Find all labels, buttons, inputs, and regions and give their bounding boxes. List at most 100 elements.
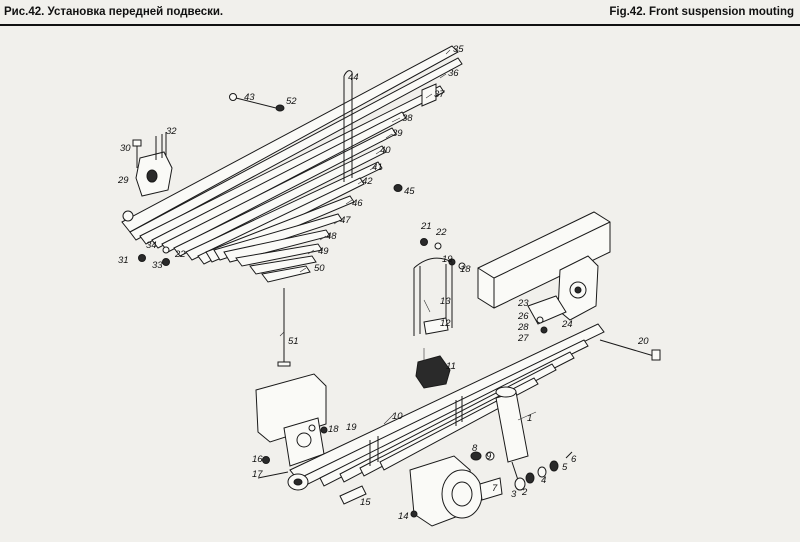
callout-52: 52 (286, 96, 297, 107)
frame-member-right (477, 211, 611, 309)
callout-14: 14 (398, 511, 409, 522)
u-bolt-pad (423, 317, 449, 335)
spring-leaf-3 (139, 85, 445, 245)
washer-33 (162, 258, 170, 266)
nut-52 (275, 104, 285, 112)
u-bolt (343, 70, 353, 182)
washer-9 (485, 451, 495, 461)
spring-eye (122, 210, 134, 222)
spring-leaf-13 (249, 255, 317, 275)
center-bolt-51-head (277, 361, 291, 367)
callout-4: 4 (541, 475, 546, 486)
callout-31: 31 (118, 255, 129, 266)
callout-42: 42 (362, 176, 373, 187)
pad-hole (146, 169, 158, 183)
callout-51: 51 (288, 336, 299, 347)
rubber-bumper (415, 355, 451, 389)
callout-labels: 1 2 3 4 5 6 7 8 9 10 11 12 13 14 15 16 1… (117, 44, 649, 522)
figure-title-ru: Рис.42. Установка передней подвески. (4, 6, 224, 18)
washer-18a (308, 424, 316, 432)
spring-clamps (369, 396, 463, 466)
pin-15 (339, 485, 367, 505)
callout-47: 47 (340, 215, 351, 226)
callout-23: 23 (517, 298, 529, 309)
frame-front (255, 373, 328, 479)
bushing-2 (525, 472, 535, 484)
callout-50: 50 (314, 263, 325, 274)
nut-8 (470, 451, 482, 461)
callout-33: 33 (152, 260, 163, 271)
callout-18-lower: 18 (328, 424, 339, 435)
figure-title-en: Fig.42. Front suspension mouting (609, 6, 794, 18)
spring-leaf-14 (261, 265, 311, 283)
callout-19-upper: 19 (442, 254, 453, 265)
spring-leaf-4 (151, 111, 407, 249)
callout-43: 43 (244, 92, 255, 103)
nut-16 (262, 456, 270, 464)
callout-12: 12 (440, 318, 451, 329)
callout-15: 15 (360, 497, 371, 508)
nut-45 (393, 184, 403, 192)
leader-lines (279, 49, 537, 425)
callout-44: 44 (348, 72, 359, 83)
callout-13: 13 (440, 296, 451, 307)
callout-35: 35 (453, 44, 464, 55)
callout-45: 45 (404, 186, 415, 197)
header-rule (0, 24, 800, 26)
callout-27: 27 (517, 333, 529, 344)
bolt-17 (257, 471, 289, 479)
callout-38: 38 (402, 113, 413, 124)
washer-4 (537, 466, 547, 478)
callout-36: 36 (448, 68, 459, 79)
washer-31 (138, 254, 146, 262)
shackle (527, 295, 567, 325)
bolt-43-head (229, 93, 237, 101)
nut-19a (320, 426, 328, 434)
callout-9: 9 (486, 451, 492, 462)
callout-8: 8 (472, 443, 478, 454)
bolt-30-head (132, 139, 142, 147)
callout-5: 5 (562, 462, 568, 473)
u-bolt-32 (155, 132, 167, 160)
washer-22b (162, 246, 170, 254)
washer-18 (458, 262, 466, 270)
callout-19-lower: 19 (346, 422, 357, 433)
shock-absorber (470, 386, 573, 491)
callout-26: 26 (517, 311, 529, 322)
callout-32: 32 (166, 126, 177, 137)
callout-48: 48 (326, 231, 337, 242)
nut-21 (420, 238, 428, 246)
bolt-20 (599, 339, 655, 357)
callout-3: 3 (511, 489, 517, 500)
callout-21: 21 (420, 221, 432, 232)
spring-leaf-6 (173, 145, 387, 257)
callout-17: 17 (252, 469, 263, 480)
callout-2: 2 (521, 487, 528, 498)
shock-body (495, 391, 529, 463)
bolt-43 (235, 97, 277, 109)
callout-41: 41 (372, 162, 383, 173)
callout-11: 11 (446, 361, 456, 372)
axle-hub (409, 455, 503, 527)
callout-7: 7 (492, 483, 498, 494)
bolt-20-head (651, 349, 661, 361)
callout-39: 39 (392, 128, 403, 139)
washer-22a (434, 242, 442, 250)
callout-29: 29 (117, 175, 129, 186)
callout-37: 37 (434, 89, 445, 100)
spring-leaf-2 (129, 57, 463, 241)
callout-6: 6 (571, 454, 577, 465)
shock-eye (514, 477, 526, 491)
nut-27 (540, 326, 548, 334)
callout-28: 28 (517, 322, 529, 333)
upper-leaf-spring (121, 45, 463, 367)
washer-28 (536, 316, 544, 324)
nut-5 (549, 460, 559, 472)
callout-10: 10 (392, 411, 403, 422)
callout-49: 49 (318, 246, 329, 257)
nut-14 (410, 510, 418, 518)
spring-leaf-7 (185, 161, 383, 261)
callout-18-upper: 18 (460, 264, 471, 275)
